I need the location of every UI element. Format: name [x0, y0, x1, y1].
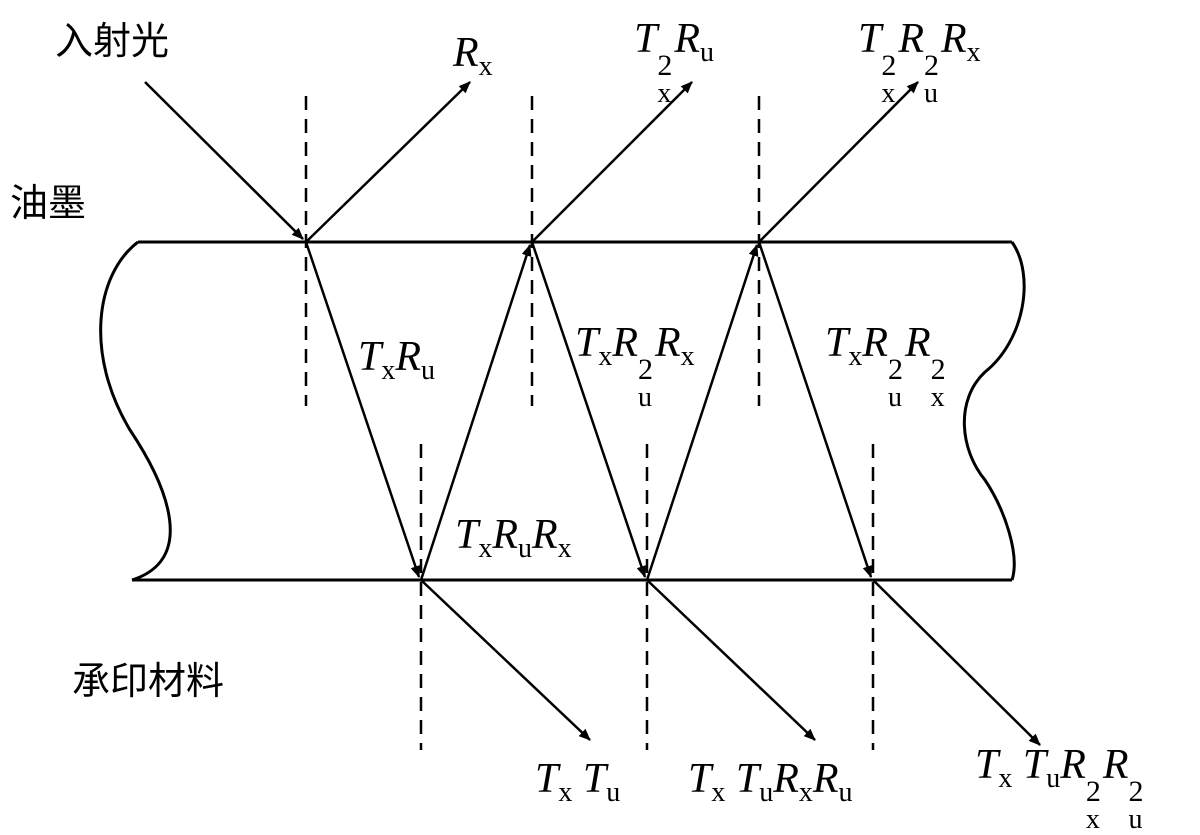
up-ray-2 [645, 244, 759, 581]
transmitted-ray-1 [420, 579, 591, 741]
down-ray-1 [304, 241, 421, 578]
down-ray-2 [530, 241, 647, 578]
incident-ray [144, 81, 304, 240]
transmitted-ray-3 [872, 579, 1041, 746]
term-up-1: TxRuRx [455, 512, 572, 564]
label-incident-light: 入射光 [55, 19, 170, 63]
term-transmit-2: Tx TuRxRu [688, 756, 853, 808]
reflected-ray-2 [531, 81, 693, 243]
right-break-edge [962, 241, 1026, 581]
up-ray-1 [419, 244, 532, 581]
label-ink: 油墨 [10, 181, 87, 225]
reflected-ray-3 [758, 81, 919, 243]
term-reflect-1: Rx [453, 30, 493, 82]
reflected-ray-1 [305, 81, 471, 243]
down-ray-3 [757, 241, 873, 578]
transmitted-ray-2 [646, 579, 816, 741]
left-break-edge [99, 240, 172, 582]
term-transmit-1: Tx Tu [535, 756, 621, 808]
label-substrate: 承印材料 [72, 659, 225, 703]
term-down-1: TxRu [358, 334, 436, 386]
